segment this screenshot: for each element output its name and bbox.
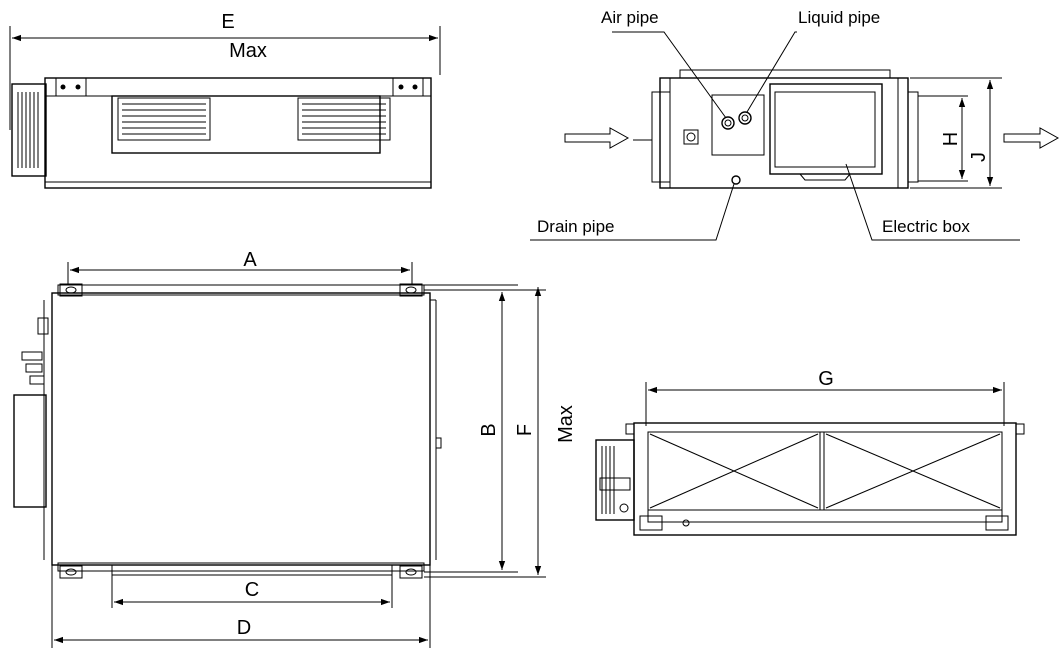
- dimension-e-label: E: [221, 11, 234, 33]
- front-filter-view: G: [595, 368, 1025, 536]
- top-elevation-view: E Max: [9, 11, 441, 189]
- dimension-h-label: H: [940, 132, 962, 146]
- dimension-a-label: A: [243, 249, 257, 271]
- airflow-out-arrow: [1003, 127, 1060, 149]
- end-view-pipes: H J Air pipe Liquid pipe Drain pipe Elec…: [530, 8, 1060, 241]
- dimension-max-vertical-label: Max: [555, 405, 577, 443]
- dimension-max-label: Max: [229, 40, 267, 62]
- dimension-b-label: B: [478, 423, 500, 436]
- dimension-f-label: F: [514, 424, 536, 436]
- drain-pipe-label: Drain pipe: [537, 217, 615, 236]
- dimension-c-label: C: [245, 579, 259, 601]
- dimension-g-label: G: [818, 368, 834, 390]
- liquid-pipe-label: Liquid pipe: [798, 8, 880, 27]
- dimension-j-label: J: [968, 152, 990, 162]
- air-pipe-label: Air pipe: [601, 8, 659, 27]
- dimension-d-label: D: [237, 617, 251, 639]
- plan-view: A B F Max C: [13, 249, 577, 648]
- electric-box-label: Electric box: [882, 217, 970, 236]
- airflow-in-arrow: [564, 127, 630, 149]
